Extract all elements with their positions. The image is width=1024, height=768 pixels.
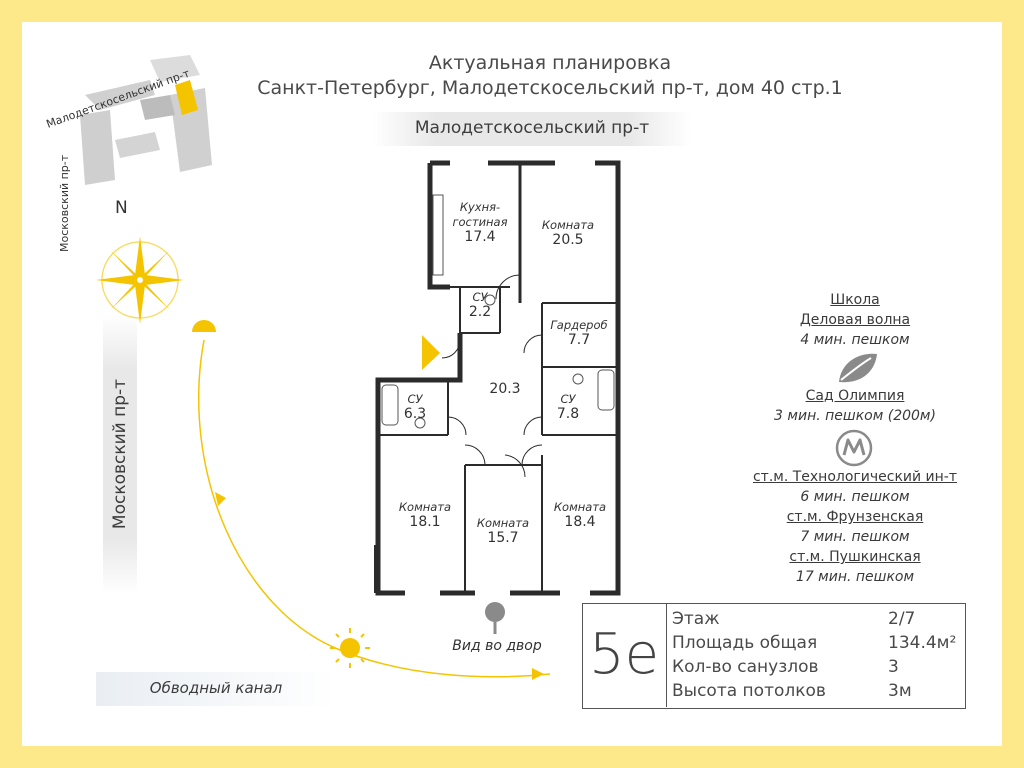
wall-segment (374, 545, 380, 593)
room-name: СУ (560, 392, 576, 406)
sun-icon (330, 628, 370, 668)
mini-street-left: Московский пр-т (58, 154, 71, 252)
room-bath-3: СУ 7.8 (548, 392, 588, 422)
room-kitchen-name: Кухня- гостиная (452, 200, 508, 229)
mini-map-buildings (80, 55, 212, 185)
room-bedroom-2: Комната 18.1 (385, 500, 465, 530)
school-title-link[interactable]: Школа (830, 292, 880, 308)
room-bedroom-1: Комната 20.5 (528, 218, 608, 248)
metro-3-link[interactable]: ст.м. Пушкинская (789, 549, 921, 565)
leaf-icon (839, 353, 877, 383)
room-name: Гардероб (550, 318, 608, 332)
compass-rose-icon (96, 236, 184, 324)
metro-2-time: 7 мин. пешком (800, 529, 910, 545)
info-value-area: 134.4м² (888, 633, 957, 653)
room-name: СУ (472, 290, 488, 304)
room-name: Комната (476, 516, 530, 530)
room-wardrobe: Гардероб 7.7 (540, 318, 618, 348)
info-label-ceiling: Высота потолков (672, 681, 826, 701)
info-label-bathrooms: Кол-во санузлов (672, 657, 819, 677)
room-bedroom-3: Комната 15.7 (463, 516, 543, 546)
room-kitchen-area: 17.4 (464, 229, 496, 245)
room-bath-2: СУ 6.3 (395, 392, 435, 422)
room-area: 2.2 (468, 304, 492, 320)
metro-3-time: 17 мин. пешком (795, 569, 915, 585)
view-label: Вид во двор (452, 638, 542, 654)
room-kitchen: Кухня- гостиная 17.4 (440, 200, 520, 245)
street-top-label: Малодетскосельский пр-т (372, 112, 692, 146)
metro-info: ст.м. Технологический ин-т 6 мин. пешком… (720, 467, 990, 587)
entrance-marker-icon (422, 335, 440, 370)
room-area: 18.1 (409, 514, 441, 530)
info-label-area: Площадь общая (672, 633, 818, 653)
page-title: Актуальная планировка (428, 52, 672, 74)
room-area: 20.5 (552, 232, 584, 248)
sunrise-icon (192, 320, 216, 332)
path-arrow-icon (532, 668, 544, 680)
north-label: N (115, 198, 128, 218)
apartment-code: 5е (582, 603, 667, 707)
garden-time: 3 мин. пешком (200м) (774, 408, 936, 424)
info-label-floor: Этаж (672, 609, 720, 629)
room-bath-1: СУ 2.2 (460, 290, 500, 320)
room-area: 15.7 (487, 530, 519, 546)
metro-2-link[interactable]: ст.м. Фрунзенская (786, 509, 924, 525)
room-area: 18.4 (564, 514, 596, 530)
room-name: Комната (541, 218, 595, 232)
page-address: Санкт-Петербург, Малодетскосельский пр-т… (257, 77, 843, 99)
room-area: 7.8 (556, 406, 580, 422)
info-value-ceiling: 3м (888, 681, 912, 701)
info-value-bathrooms: 3 (888, 657, 899, 677)
fixtures (381, 194, 615, 429)
canal-label: Обводный канал (96, 672, 336, 706)
room-name: Комната (553, 500, 607, 514)
garden-name-link[interactable]: Сад Олимпия (805, 388, 905, 404)
room-hall: 20.3 (470, 382, 540, 397)
info-table (582, 603, 966, 709)
view-pin-icon (485, 602, 505, 634)
garden-info: Сад Олимпия 3 мин. пешком (200м) (720, 386, 990, 426)
street-left-label: Московский пр-т (103, 314, 137, 594)
metro-1-link[interactable]: ст.м. Технологический ин-т (752, 469, 958, 485)
room-area: 20.3 (489, 381, 521, 397)
school-info: Школа Деловая волна 4 мин. пешком (720, 290, 990, 350)
sun-path (192, 320, 551, 680)
sun-path-curve (197, 339, 551, 678)
room-bedroom-4: Комната 18.4 (540, 500, 620, 530)
room-name: СУ (407, 392, 423, 406)
floor-plan (374, 160, 621, 596)
room-name: Комната (398, 500, 452, 514)
metro-icon (835, 429, 873, 467)
school-time: 4 мин. пешком (800, 332, 910, 348)
mini-location-map: Малодетскосельский пр-т Московский пр-т (45, 55, 212, 252)
room-area: 7.7 (567, 332, 591, 348)
room-area: 6.3 (403, 406, 427, 422)
school-name-link[interactable]: Деловая волна (799, 312, 911, 328)
path-arrow-icon (215, 492, 226, 506)
info-value-floor: 2/7 (888, 609, 916, 629)
metro-1-time: 6 мин. пешком (800, 489, 910, 505)
